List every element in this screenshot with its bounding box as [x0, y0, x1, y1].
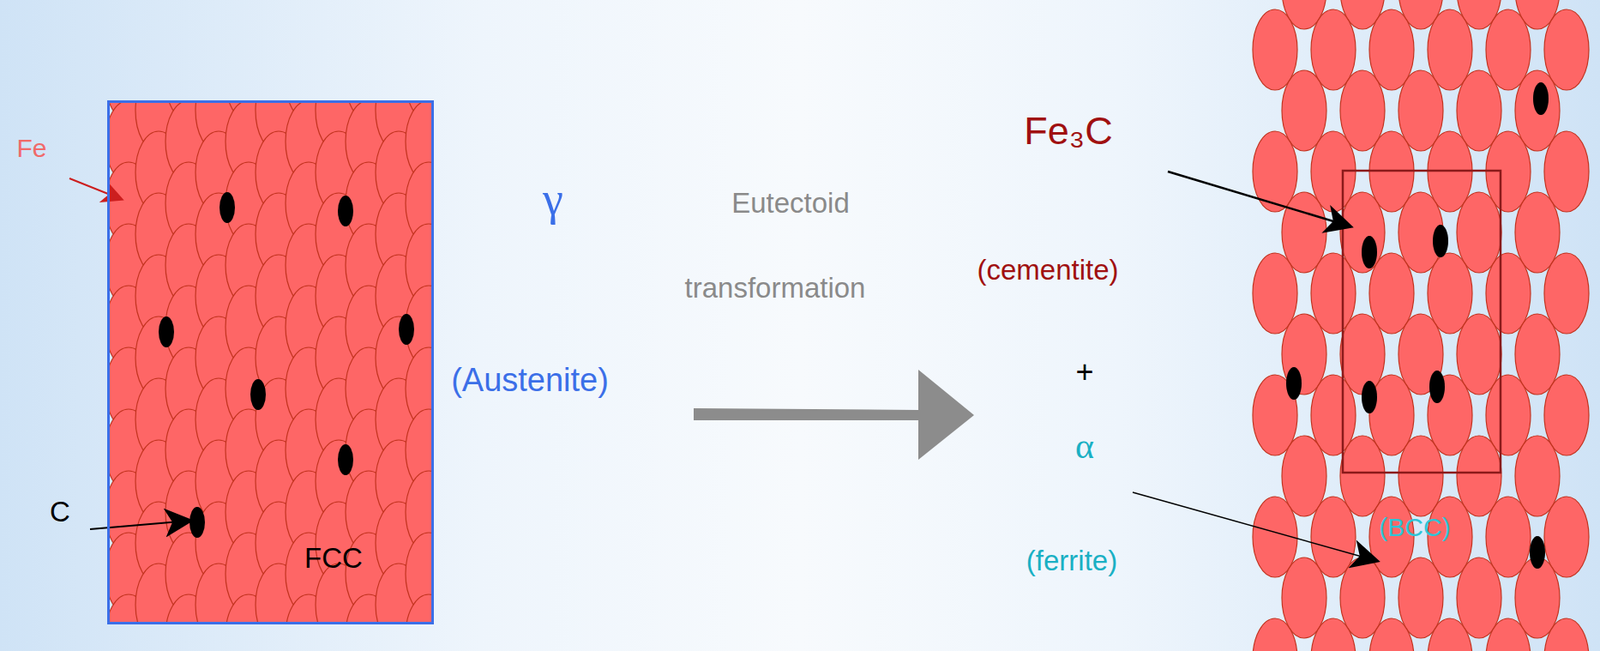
carbon-atom [158, 316, 175, 348]
carbon-atoms [1286, 82, 1549, 569]
element-label: C [49, 496, 71, 528]
carbon-atom [1361, 235, 1378, 269]
carbon-atom [1286, 366, 1302, 400]
carbon-atom [219, 192, 235, 223]
phase-name: (cementite) [976, 254, 1119, 286]
plus-sign: + [1075, 354, 1094, 390]
process-label: Eutectoid [731, 187, 850, 219]
carbon-atom [398, 313, 415, 345]
lattice-label: FCC [304, 542, 363, 574]
carbon-atom [1361, 380, 1378, 414]
carbon-atom [189, 506, 205, 538]
carbon-atom [1529, 535, 1546, 569]
phase-symbol: α [1075, 426, 1095, 466]
lattice-label: (BCC) [1378, 512, 1450, 542]
phase-symbol: γ [542, 174, 564, 225]
cementite-leader [1167, 171, 1351, 227]
fe-atom [1485, 618, 1531, 651]
carbon-atom [1432, 224, 1449, 258]
carbon-atom [1533, 82, 1549, 115]
transformation-arrow [693, 369, 975, 460]
phase-name: (Austenite) [451, 362, 609, 399]
element-label: Fe [16, 133, 47, 163]
fe-atom [1544, 618, 1589, 651]
cementite-cell [1342, 170, 1501, 473]
fe-leader [69, 178, 121, 199]
fe-atom [1311, 618, 1356, 651]
bcc-lattice [1252, 0, 1589, 651]
phase-name: (ferrite) [1026, 545, 1118, 577]
ferrite-leader [1132, 492, 1378, 561]
fe-atom [1427, 618, 1473, 651]
fe-atom [1252, 618, 1298, 651]
carbon-atom [1429, 370, 1445, 404]
fe-atom [405, 594, 433, 623]
process-label: transformation [685, 272, 867, 304]
carbon-atoms [158, 192, 415, 538]
fcc-lattice [108, 102, 433, 623]
phase-formula: Fe₃C [1023, 109, 1113, 153]
fcc-cell-box: FCC [107, 100, 434, 625]
c-leader [90, 520, 191, 530]
carbon-atom [337, 444, 354, 476]
carbon-atom [337, 195, 354, 227]
carbon-atom [250, 378, 266, 410]
fe-atom [1369, 618, 1414, 651]
